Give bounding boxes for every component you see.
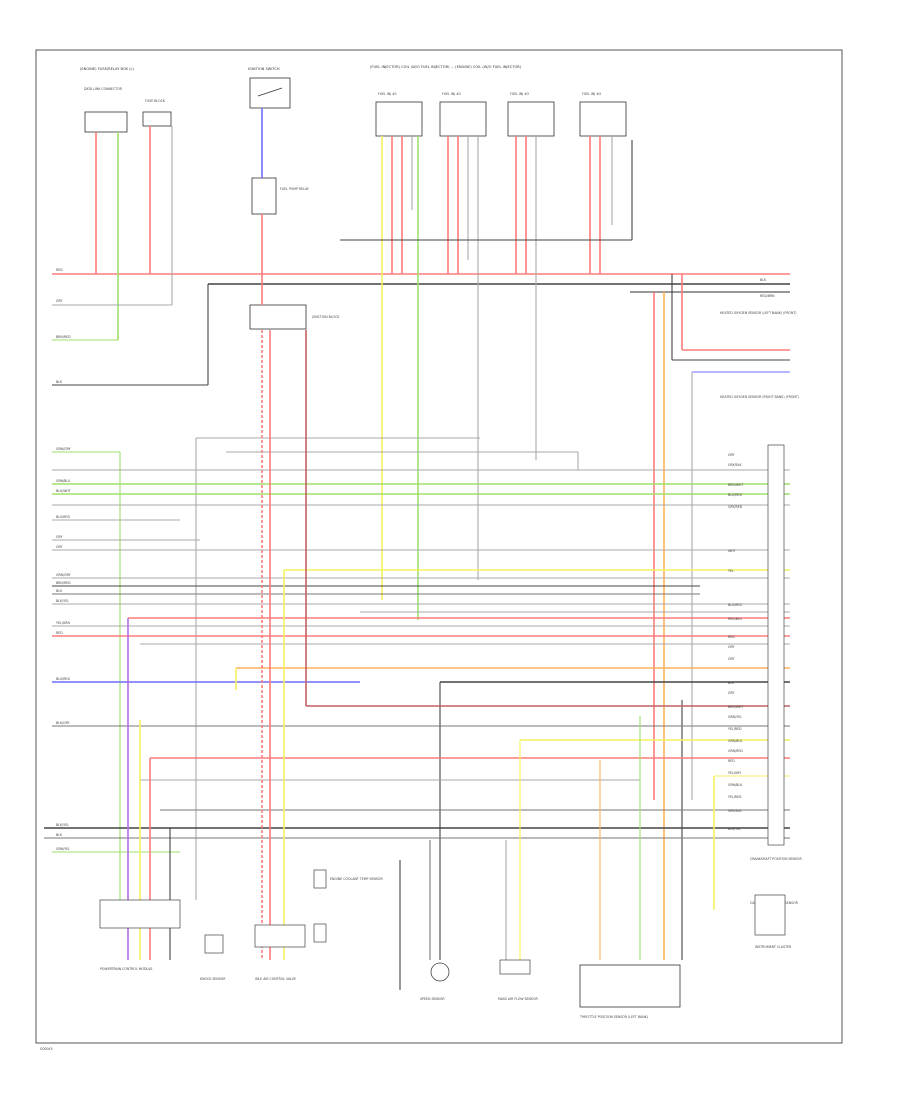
red-brown-label: RED/BRN (760, 294, 775, 298)
svg-text:GRN/YEL: GRN/YEL (728, 715, 742, 719)
svg-text:GRY: GRY (728, 691, 734, 695)
svg-text:BLU/RED: BLU/RED (728, 493, 742, 497)
diagram-frame (35, 49, 843, 1044)
svg-text:DATA LINK CONNECTOR: DATA LINK CONNECTOR (84, 87, 123, 91)
svg-text:BLK: BLK (56, 833, 63, 837)
svg-text:WHT: WHT (728, 549, 736, 553)
header-injector-group: (FUEL INJECTOR) COIL (W/O FUEL INJECTOR)… (370, 65, 522, 69)
svg-text:BLK/GRY: BLK/GRY (56, 721, 70, 725)
svg-text:GRN/GRY: GRN/GRY (56, 447, 71, 451)
data-link-connector: DATA LINK CONNECTOR (84, 87, 128, 133)
injector-4: FUEL INJ #4 (579, 92, 627, 137)
svg-text:GRY: GRY (728, 657, 734, 661)
junction-block: JUNCTION BLOCK (249, 304, 340, 330)
maf-sensor: MASS AIR FLOW SENSOR (498, 959, 538, 1001)
svg-text:YEL/RED: YEL/RED (728, 727, 742, 731)
svg-text:GRN/GRY: GRN/GRY (56, 573, 71, 577)
svg-text:BLU/RED: BLU/RED (728, 603, 742, 607)
svg-text:FUEL PUMP RELAY: FUEL PUMP RELAY (280, 187, 309, 191)
svg-text:BRN/WHT: BRN/WHT (728, 705, 743, 709)
svg-text:BLU/WHT: BLU/WHT (56, 489, 71, 493)
right-connector-column: GRY GRY/BLK BRN/WHT BLU/RED GRY/RED WHT … (728, 444, 785, 846)
svg-text:INSTRUMENT CLUSTER: INSTRUMENT CLUSTER (755, 945, 792, 949)
svg-text:KNOCK SENSOR: KNOCK SENSOR (200, 977, 226, 981)
black-bus-label: BLK (760, 278, 767, 282)
svg-text:GRY/RED: GRY/RED (728, 505, 743, 509)
svg-text:BRN/WHT: BRN/WHT (728, 483, 743, 487)
knock-sensor: KNOCK SENSOR (200, 934, 226, 981)
svg-text:IDLE AIR CONTROL VALVE: IDLE AIR CONTROL VALVE (255, 977, 296, 981)
svg-text:GRY: GRY (728, 645, 734, 649)
svg-text:GRN/BLK: GRN/BLK (728, 739, 743, 743)
svg-text:GRY/BLK: GRY/BLK (728, 463, 742, 467)
svg-text:YEL: YEL (728, 569, 734, 573)
injector-3: FUEL INJ #3 (507, 92, 555, 137)
svg-text:JUNCTION BLOCK: JUNCTION BLOCK (311, 315, 340, 319)
svg-text:BLK: BLK (56, 589, 63, 593)
injector-1: FUEL INJ #1 (375, 92, 423, 137)
svg-text:RED: RED (728, 635, 735, 639)
svg-text:GRY/BLK: GRY/BLK (728, 809, 742, 813)
ect-sensor: ENGINE COOLANT TEMP SENSOR (313, 869, 383, 943)
svg-text:FUEL INJ #2: FUEL INJ #2 (442, 92, 461, 96)
svg-text:YEL/GRN: YEL/GRN (56, 621, 70, 625)
svg-text:BLK/YEL: BLK/YEL (56, 823, 69, 827)
svg-text:BRN/RED: BRN/RED (56, 581, 71, 585)
svg-text:RED: RED (728, 759, 735, 763)
svg-text:BLK/YEL: BLK/YEL (56, 599, 69, 603)
svg-text:GRN/YEL: GRN/YEL (56, 847, 70, 851)
svg-text:GRN/RED: GRN/RED (728, 749, 743, 753)
header-engine-fuse: (ENGINE) FUSE/RELAY BOX (L) (80, 67, 135, 71)
svg-text:GRN/BLU: GRN/BLU (56, 479, 71, 483)
svg-text:FUEL INJ #3: FUEL INJ #3 (510, 92, 529, 96)
bottom-vertical-wires (127, 330, 790, 990)
svg-text:GRY: GRY (56, 545, 62, 549)
svg-text:BLK: BLK (728, 681, 735, 685)
svg-text:GRY: GRY (728, 453, 734, 457)
svg-text:FUEL INJ #1: FUEL INJ #1 (378, 92, 397, 96)
tps-sensor: THROTTLE POSITION SENSOR (LEFT BANK) (579, 964, 681, 1019)
injector-2: FUEL INJ #2 (439, 92, 487, 137)
svg-text:BLU/RED: BLU/RED (56, 677, 70, 681)
sensor-label-1: HEATED OXYGEN SENSOR (LEFT BANK) (FRONT) (720, 311, 797, 315)
svg-text:BLU/RED: BLU/RED (56, 515, 70, 519)
svg-text:RED/BLU: RED/BLU (728, 617, 743, 621)
fuel-pump-relay: FUEL PUMP RELAY (251, 177, 309, 215)
top-vertical-wires (52, 108, 633, 620)
svg-text:YEL/RED: YEL/RED (728, 795, 742, 799)
svg-text:BLK: BLK (56, 380, 63, 384)
svg-text:BLK/YEL: BLK/YEL (728, 827, 741, 831)
svg-text:POWERTRAIN CONTROL MODULE: POWERTRAIN CONTROL MODULE (100, 967, 153, 971)
svg-text:RED: RED (56, 631, 63, 635)
instrument-cluster: INSTRUMENT CLUSTER (754, 894, 792, 949)
svg-text:FUEL INJ #4: FUEL INJ #4 (582, 92, 601, 96)
left-labels: GRY BRN/RED BLK GRN/GRY GRN/BLU BLU/WHT … (56, 299, 71, 851)
header-ignition: IGNITION SWITCH (248, 67, 280, 71)
iac-valve-connector: IDLE AIR CONTROL VALVE (254, 924, 306, 981)
svg-text:BRN/RED: BRN/RED (56, 335, 71, 339)
ignition-switch-symbol (249, 77, 291, 109)
footer-code: G00045 (40, 1047, 53, 1051)
fuse-block: FUSE BLOCK (142, 99, 172, 127)
horizontal-harness (44, 437, 790, 960)
sensor-label-2: HEATED OXYGEN SENSOR (RIGHT BANK) (FRONT… (720, 395, 799, 399)
sensor-label-3: CRANKSHAFT POSITION SENSOR (750, 857, 802, 861)
svg-text:ENGINE COOLANT TEMP SENSOR: ENGINE COOLANT TEMP SENSOR (330, 877, 383, 881)
svg-text:THROTTLE POSITION SENSOR (LEFT: THROTTLE POSITION SENSOR (LEFT BANK) (579, 1015, 648, 1019)
svg-text:YEL/GRY: YEL/GRY (728, 771, 741, 775)
pcm-connector: POWERTRAIN CONTROL MODULE (99, 899, 181, 971)
red-bus-label: RED (56, 268, 63, 272)
svg-text:GRN/BLK: GRN/BLK (728, 783, 743, 787)
svg-text:SPEED SENSOR: SPEED SENSOR (420, 997, 445, 1001)
svg-text:GRY: GRY (56, 299, 62, 303)
svg-text:GRY: GRY (56, 535, 62, 539)
speed-sensor: SPEED SENSOR (420, 962, 450, 1001)
svg-text:FUSE BLOCK: FUSE BLOCK (145, 99, 166, 103)
svg-text:MASS AIR FLOW SENSOR: MASS AIR FLOW SENSOR (498, 997, 538, 1001)
